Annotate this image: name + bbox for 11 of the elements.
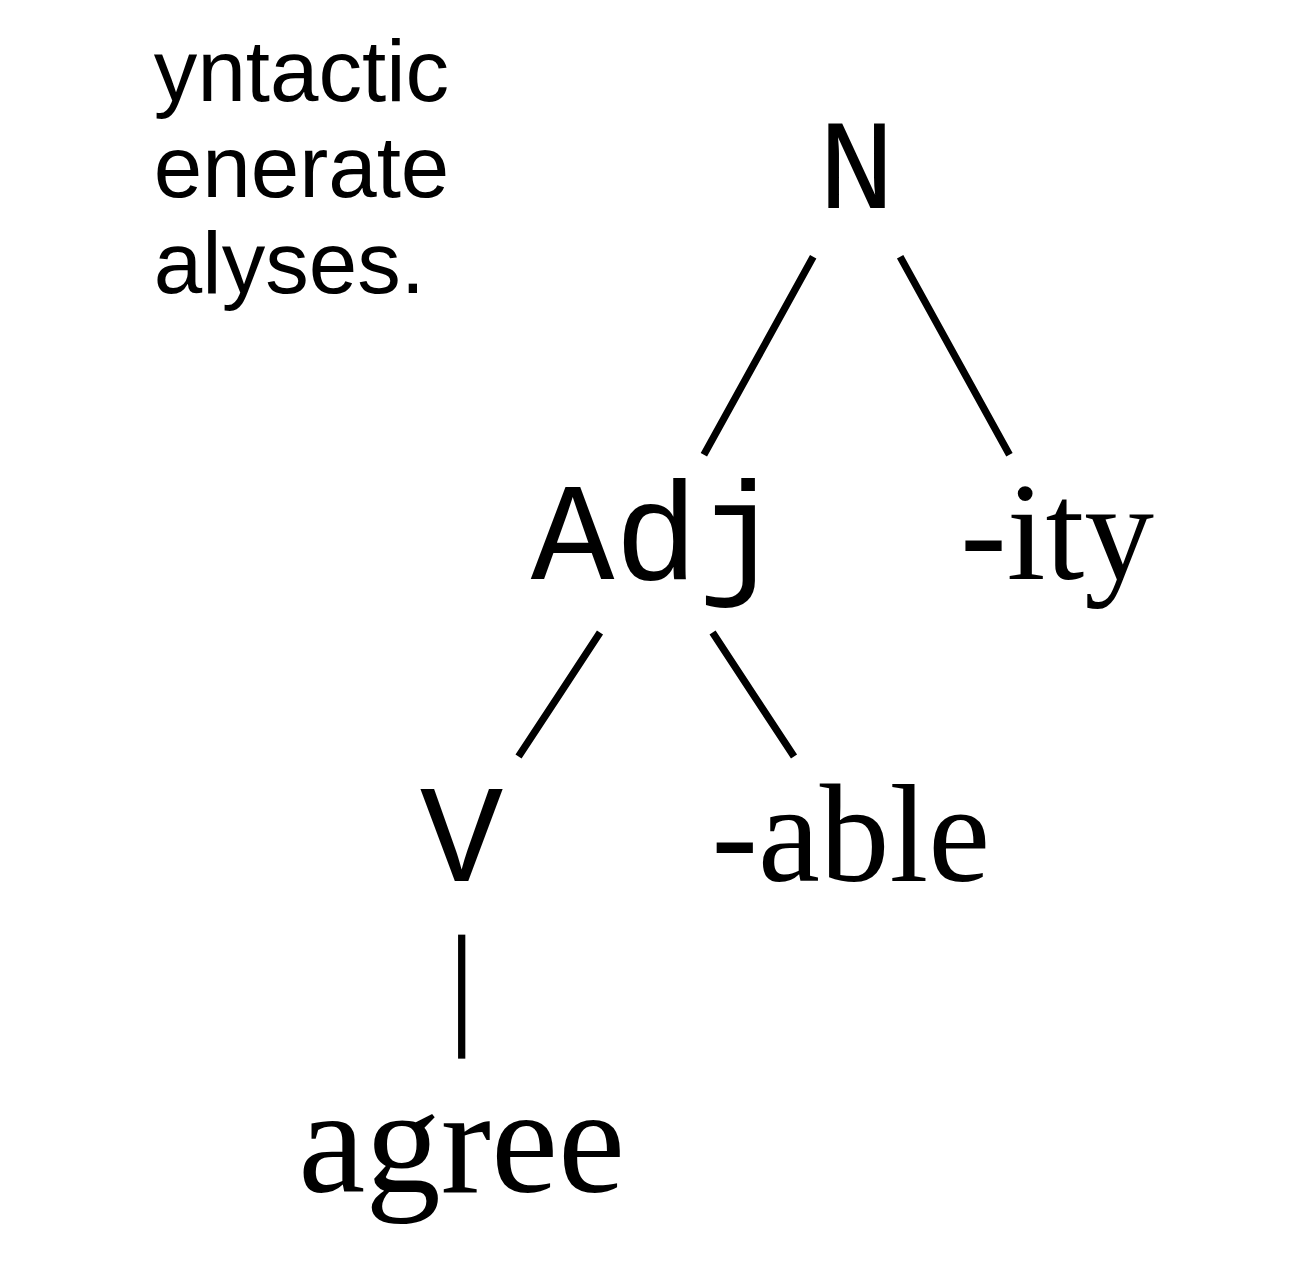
connector [896,255,1013,457]
node-text: Adj [530,462,782,621]
connector [515,630,603,759]
node-text: V [419,764,504,923]
connector [709,630,797,759]
label: yntactic enerate alyses. [153,22,449,311]
node-text: agree [297,1056,625,1225]
node-text: -ity [959,454,1154,609]
connector [700,255,816,457]
node-text: N [817,101,895,246]
node-text: -able [711,756,990,911]
